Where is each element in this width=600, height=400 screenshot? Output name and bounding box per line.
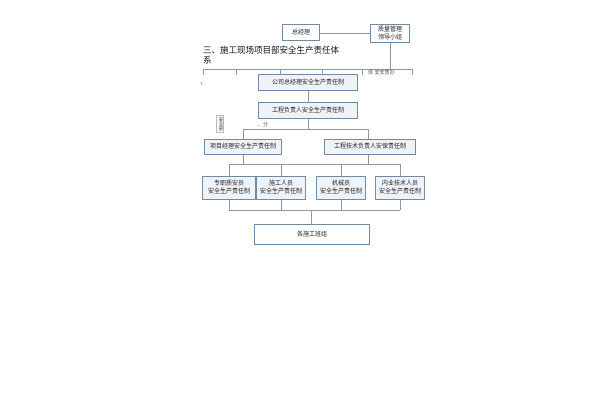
section-heading: 三、施工现场项目部安全生产责任体系	[203, 46, 340, 66]
clipped-stub-3	[280, 69, 281, 75]
level3-right-up	[368, 155, 369, 164]
engineering-down	[308, 119, 309, 129]
engineering-label: 工程负责人安全生产责任制	[271, 106, 344, 114]
internal-tech-label: 内业技术人员 安全生产责任制	[378, 180, 421, 195]
quality-group-label: 质量管理 领导小组	[377, 25, 402, 41]
construction-staff-box: 施工人员 安全生产责任制	[256, 176, 306, 200]
clipped-stub-1	[203, 69, 204, 75]
safety-officer-box: 专职质安员 安全生产责任制	[202, 176, 256, 200]
side-note: 安全部	[216, 115, 224, 133]
machinist-label: 机械员 安全生产责任制	[319, 180, 362, 195]
teams-label: 各施工班组	[296, 230, 327, 238]
level4-up-1	[229, 200, 230, 210]
top-vertical	[390, 43, 391, 69]
level3-bar	[243, 129, 368, 130]
company-manager-box: 公司总经理安全生产责任制	[258, 74, 358, 91]
engineering-box: 工程负责人安全生产责任制	[258, 102, 358, 119]
construction-staff-label: 施工人员 安全生产责任制	[259, 180, 302, 195]
level4-up-2	[281, 200, 282, 210]
safety-officer-label: 专职质安员 安全生产责任制	[207, 180, 250, 195]
project-manager-label: 项目经理安全生产责任制	[209, 143, 276, 150]
teams-box: 各施工班组	[254, 224, 370, 245]
internal-tech-box: 内业技术人员 安全生产责任制	[375, 176, 425, 200]
general-manager-label: 总经理	[291, 28, 310, 36]
general-manager-box: 总经理	[282, 24, 320, 41]
machinist-box: 机械员 安全生产责任制	[316, 176, 366, 200]
clipped-label: 体 安安质办	[368, 70, 395, 76]
level4-drop-2	[281, 164, 282, 176]
side-small: 、分	[258, 122, 269, 128]
top-connector	[320, 33, 370, 34]
quality-group-box: 质量管理 领导小组	[370, 24, 410, 43]
company-to-engineering	[308, 91, 309, 102]
level5-bar	[229, 210, 400, 211]
level3-right-drop	[368, 129, 369, 139]
project-manager-box: 项目经理安全生产责任制	[204, 139, 282, 155]
level3-left-drop	[243, 129, 244, 139]
company-manager-label: 公司总经理安全生产责任制	[271, 78, 344, 86]
level4-up-4	[400, 200, 401, 210]
level4-drop-3	[341, 164, 342, 176]
level4-up-3	[341, 200, 342, 210]
tech-lead-box: 工程技术负责人安保责任制	[324, 139, 416, 155]
clipped-bar	[203, 69, 413, 70]
level4-drop-1	[229, 164, 230, 176]
clipped-stub-6	[412, 69, 413, 75]
level4-bar	[229, 164, 400, 165]
level5-drop	[311, 210, 312, 224]
left-mark: ╮	[200, 80, 204, 86]
level4-drop-4	[400, 164, 401, 176]
level3-left-up	[243, 155, 244, 164]
clipped-stub-5	[362, 69, 363, 75]
clipped-stub-2	[236, 69, 237, 75]
clipped-stub-4	[322, 69, 323, 75]
tech-lead-label: 工程技术负责人安保责任制	[333, 143, 406, 150]
